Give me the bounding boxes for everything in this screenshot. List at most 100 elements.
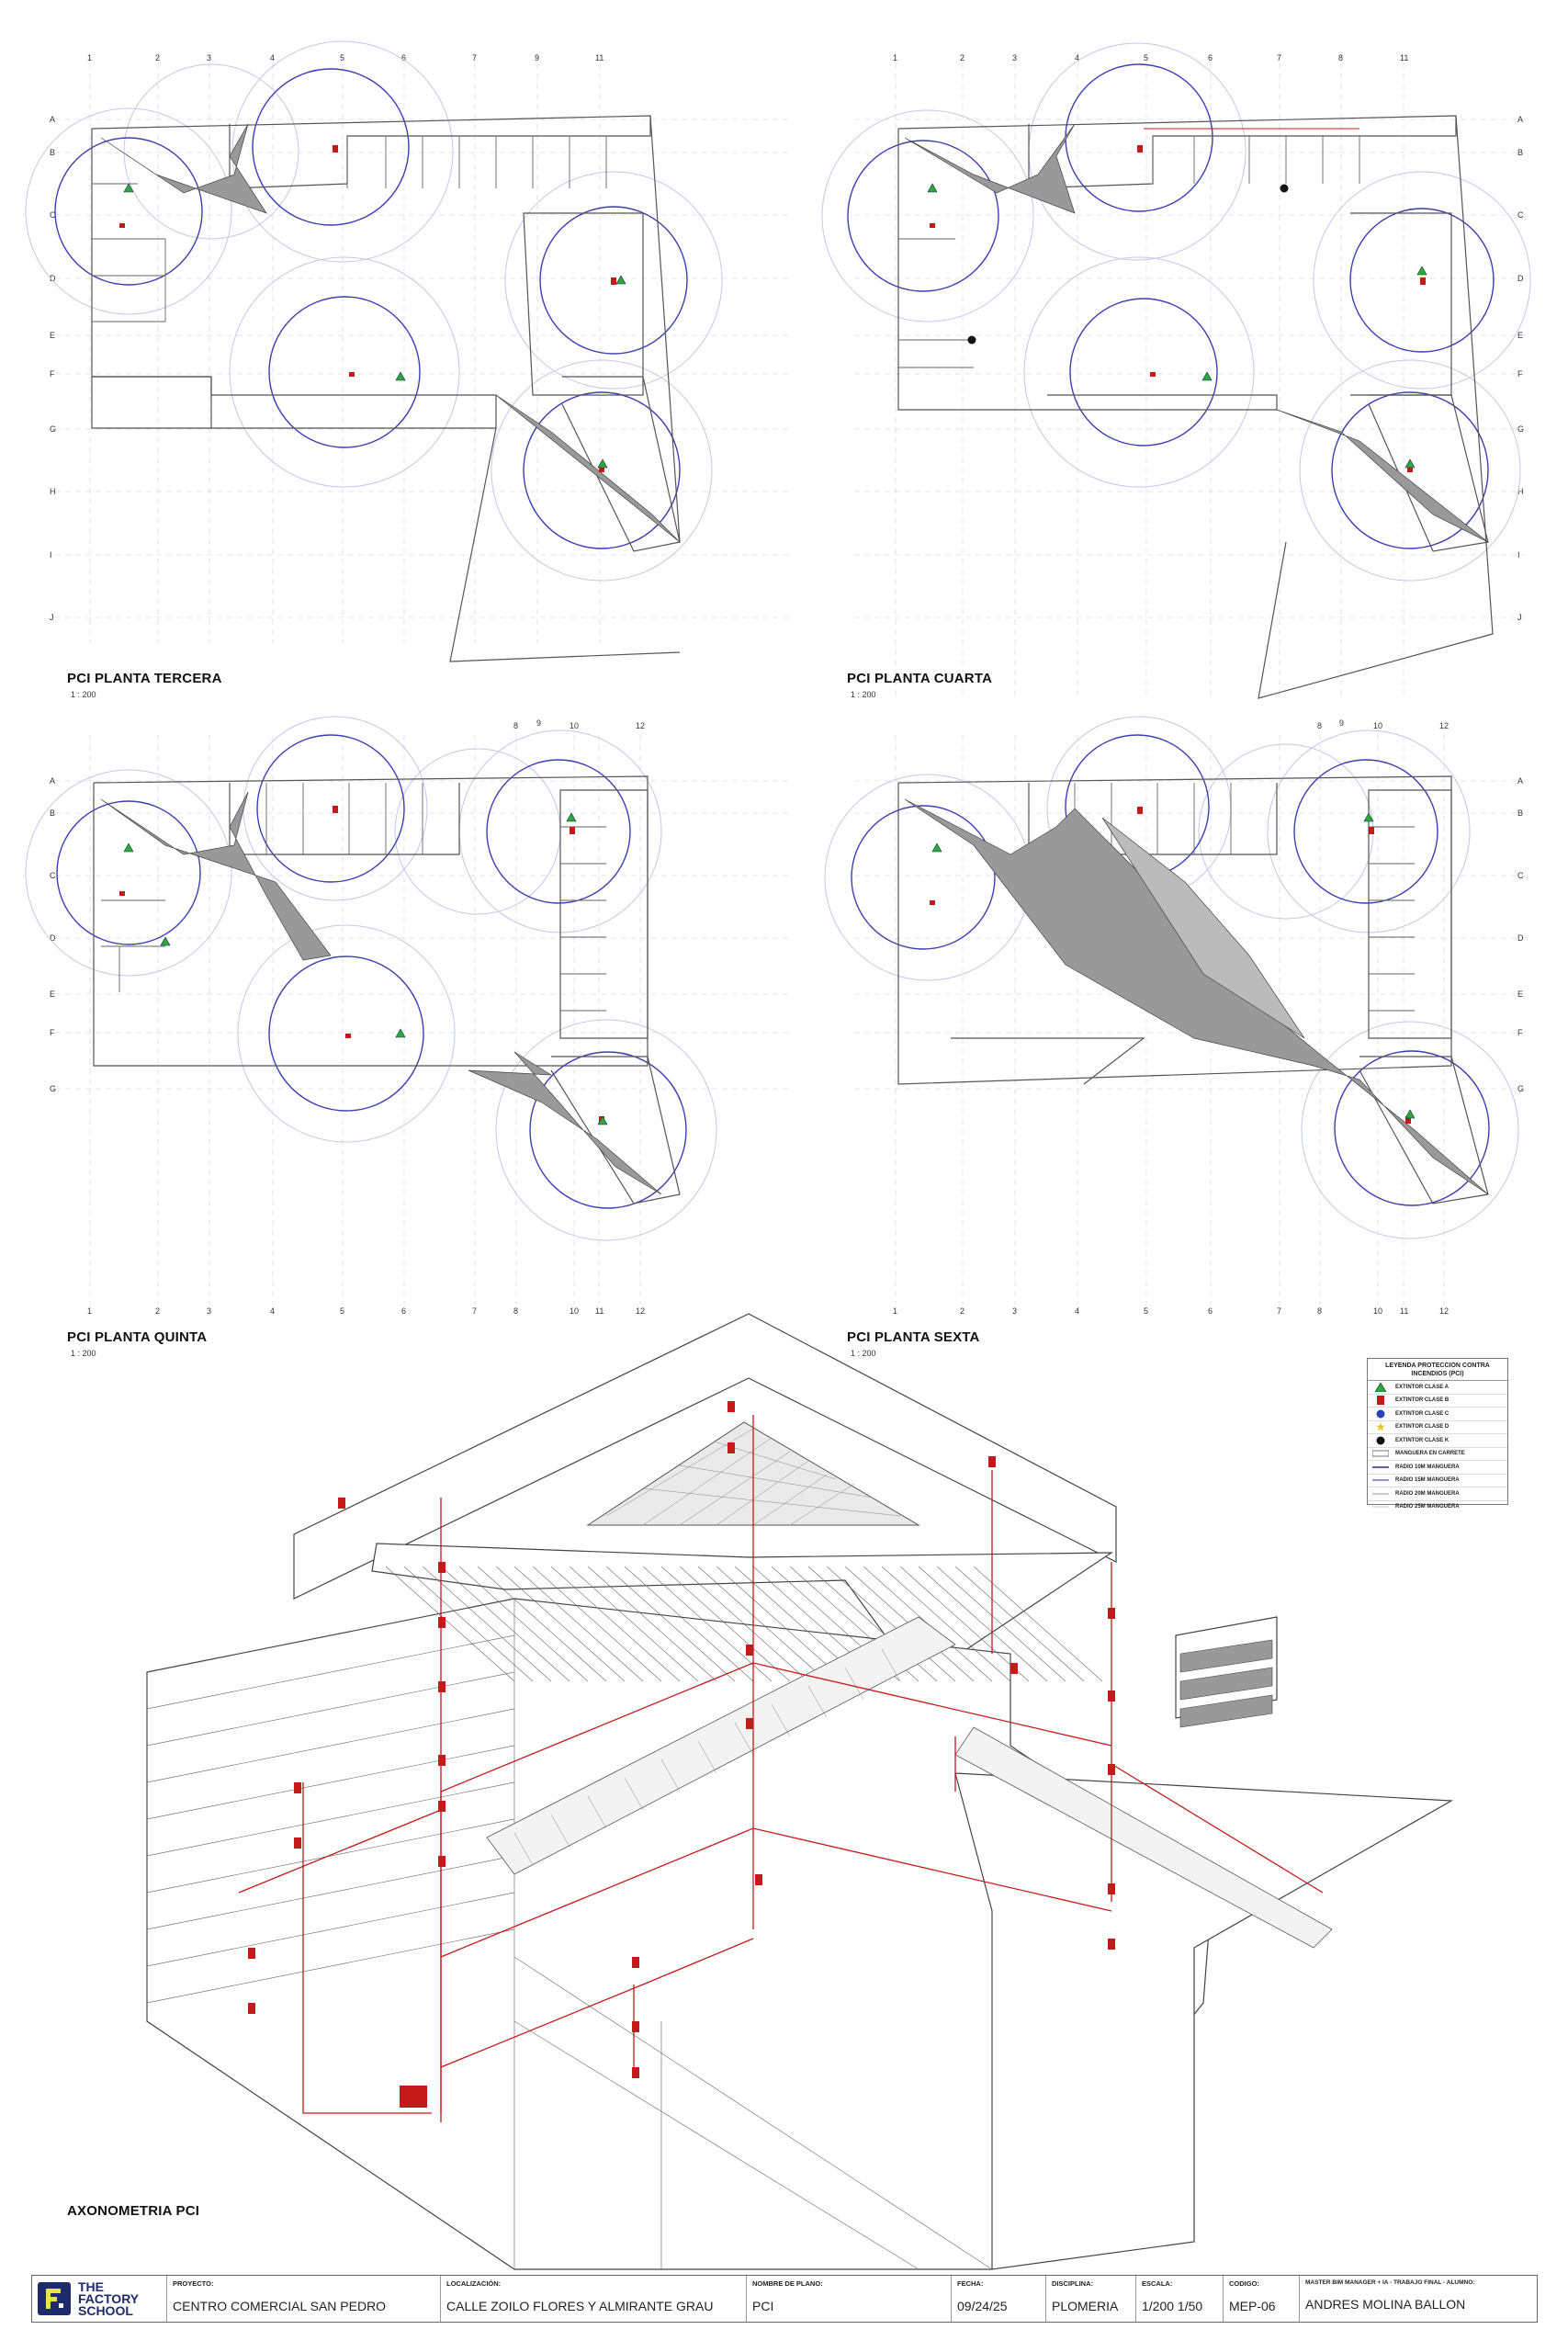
svg-text:7: 7 [1277, 1306, 1281, 1316]
svg-text:2: 2 [155, 1306, 160, 1316]
svg-text:2: 2 [960, 1306, 964, 1316]
legend-row: EXTINTOR CLASE K [1368, 1434, 1507, 1448]
svg-text:F: F [50, 369, 55, 379]
svg-text:A: A [1517, 776, 1523, 786]
legend-row: EXTINTOR CLASE A [1368, 1381, 1507, 1395]
triangle-green-icon [1371, 1382, 1390, 1392]
svg-text:G: G [1517, 424, 1524, 434]
tb-codigo-label: CODIGO: [1229, 2279, 1259, 2288]
svg-text:8: 8 [1317, 721, 1322, 730]
svg-text:10: 10 [1373, 1306, 1382, 1316]
tb-fecha: FECHA: 09/24/25 [952, 2276, 1046, 2322]
svg-text:9: 9 [1339, 718, 1344, 728]
svg-text:10: 10 [570, 1306, 579, 1316]
svg-text:C: C [1517, 210, 1524, 220]
svg-text:E: E [50, 331, 55, 340]
plan-title-tercera: PCI PLANTA TERCERA [67, 671, 222, 686]
svg-text:E: E [1517, 989, 1523, 999]
svg-text:F: F [1517, 1028, 1523, 1037]
svg-text:4: 4 [270, 1306, 275, 1316]
svg-text:9: 9 [535, 53, 539, 62]
svg-text:8: 8 [1317, 1306, 1322, 1316]
svg-text:6: 6 [401, 53, 406, 62]
svg-text:5: 5 [340, 1306, 344, 1316]
plan-title-quinta: PCI PLANTA QUINTA [67, 1329, 208, 1345]
svg-text:2: 2 [155, 53, 160, 62]
svg-text:10: 10 [1373, 721, 1382, 730]
tb-alumno-label: MASTER BIM MANAGER + IA - TRABAJO FINAL … [1305, 2279, 1475, 2286]
svg-text:11: 11 [1400, 1306, 1408, 1316]
tb-proyecto: PROYECTO: CENTRO COMERCIAL SAN PEDRO [167, 2276, 441, 2322]
plan-title-sexta: PCI PLANTA SEXTA [847, 1329, 980, 1345]
svg-text:4: 4 [270, 53, 275, 62]
svg-text:8: 8 [513, 721, 518, 730]
svg-text:G: G [1517, 1084, 1524, 1093]
svg-text:I: I [50, 550, 52, 560]
svg-text:3: 3 [207, 53, 211, 62]
svg-text:H: H [1517, 487, 1524, 496]
tb-alumno: MASTER BIM MANAGER + IA - TRABAJO FINAL … [1300, 2276, 1537, 2322]
svg-text:12: 12 [1439, 721, 1449, 730]
svg-text:5: 5 [1144, 1306, 1148, 1316]
tb-nombre-value: PCI [752, 2299, 774, 2313]
svg-text:G: G [50, 424, 56, 434]
svg-text:C: C [50, 871, 56, 880]
svg-text:12: 12 [1439, 1306, 1449, 1316]
svg-text:A: A [1517, 115, 1523, 124]
svg-text:I: I [1517, 550, 1520, 560]
legend-label: EXTINTOR CLASE K [1395, 1437, 1450, 1443]
svg-text:D: D [1517, 933, 1524, 943]
svg-text:F: F [1517, 369, 1523, 379]
logo: THE FACTORY SCHOOL [32, 2276, 167, 2322]
svg-text:3: 3 [1012, 1306, 1017, 1316]
svg-text:11: 11 [1400, 53, 1408, 62]
legend-pci: LEYENDA PROTECCION CONTRA INCENDIOS (PCI… [1367, 1358, 1508, 1510]
legend-label: MANGUERA EN CARRETE [1395, 1451, 1465, 1457]
tb-localizacion: LOCALIZACIÓN: CALLE ZOILO FLORES Y ALMIR… [441, 2276, 747, 2322]
svg-text:3: 3 [207, 1306, 211, 1316]
svg-text:3: 3 [1012, 53, 1017, 62]
svg-text:8: 8 [1338, 53, 1343, 62]
svg-text:D: D [50, 274, 56, 283]
line-light-icon [1371, 1502, 1390, 1511]
svg-text:10: 10 [570, 721, 579, 730]
svg-text:6: 6 [1208, 1306, 1213, 1316]
svg-text:C: C [50, 210, 56, 220]
svg-text:B: B [50, 148, 55, 157]
svg-text:7: 7 [472, 1306, 477, 1316]
circle-black-icon [1371, 1436, 1390, 1445]
svg-text:J: J [1517, 613, 1522, 622]
legend-row: RADIO 15M MANGUERA [1368, 1475, 1507, 1487]
legend-label: EXTINTOR CLASE C [1395, 1410, 1450, 1417]
svg-text:1: 1 [893, 53, 897, 62]
svg-text:5: 5 [1144, 53, 1148, 62]
tb-alumno-value: ANDRES MOLINA BALLON [1305, 2297, 1466, 2312]
svg-text:11: 11 [595, 1306, 604, 1316]
svg-text:D: D [1517, 274, 1524, 283]
tb-escala: ESCALA: 1/200 1/50 [1136, 2276, 1224, 2322]
legend-label: RADIO 20M MANGUERA [1395, 1490, 1460, 1497]
svg-text:1: 1 [87, 1306, 92, 1316]
svg-text:1: 1 [893, 1306, 897, 1316]
legend-row: MANGUERA EN CARRETE [1368, 1448, 1507, 1461]
plan-scale-sexta: 1 : 200 [851, 1349, 876, 1358]
tb-localizacion-value: CALLE ZOILO FLORES Y ALMIRANTE GRAU [446, 2299, 714, 2313]
svg-text:1: 1 [87, 53, 92, 62]
legend-label: EXTINTOR CLASE A [1395, 1384, 1450, 1390]
svg-text:H: H [50, 487, 56, 496]
legend-row: EXTINTOR CLASE D [1368, 1421, 1507, 1434]
legend-row: RADIO 10M MANGUERA [1368, 1461, 1507, 1475]
svg-text:A: A [50, 115, 55, 124]
tb-escala-value: 1/200 1/50 [1142, 2299, 1203, 2313]
svg-text:D: D [50, 933, 56, 943]
svg-text:2: 2 [960, 53, 964, 62]
svg-text:G: G [50, 1084, 56, 1093]
square-red-icon [1371, 1396, 1390, 1406]
reel-icon [1371, 1449, 1390, 1458]
plan-scale-cuarta: 1 : 200 [851, 690, 876, 699]
tb-localizacion-label: LOCALIZACIÓN: [446, 2279, 502, 2288]
tb-proyecto-label: PROYECTO: [173, 2279, 214, 2288]
